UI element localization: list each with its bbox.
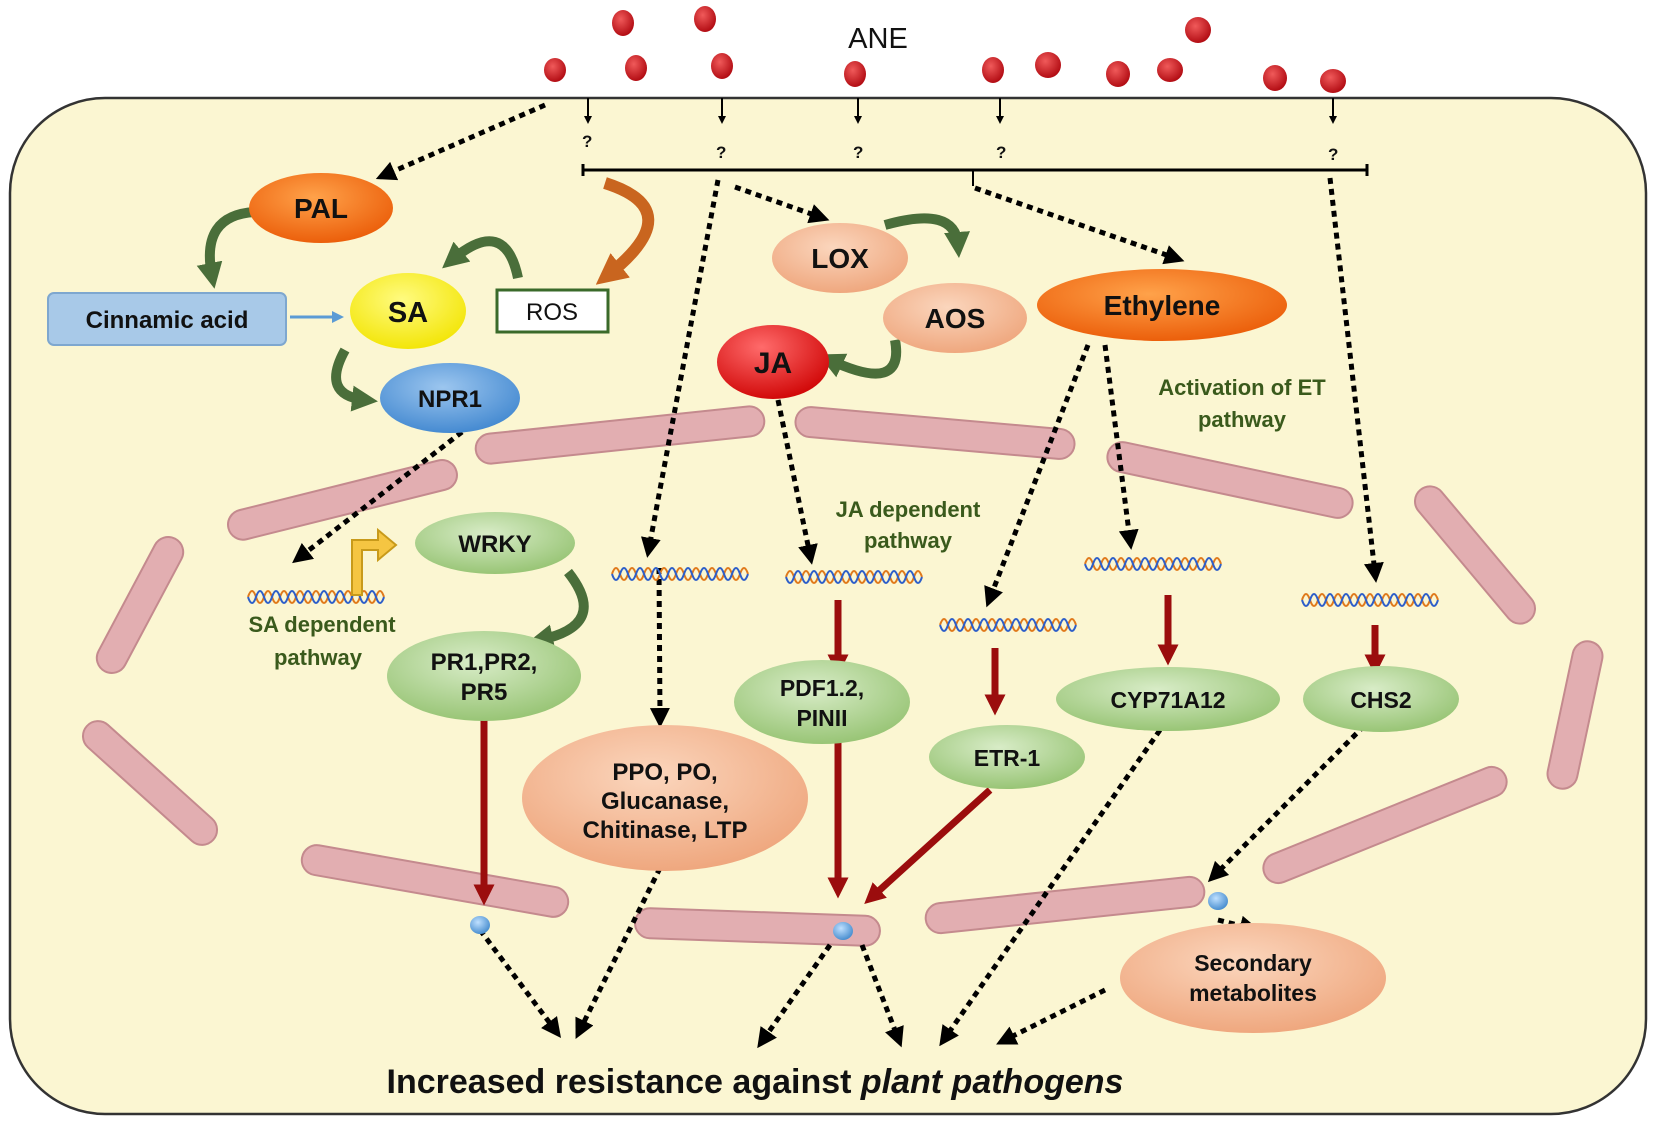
svg-text:Secondary: Secondary [1194, 950, 1312, 976]
svg-text:?: ? [853, 143, 863, 162]
svg-text:PINII: PINII [796, 705, 847, 731]
ane-label: ANE [848, 23, 908, 55]
node-ja: JA [717, 325, 829, 399]
node-sa: SA [350, 273, 466, 349]
unknown-receptors: ? ? ? ? ? [582, 132, 1338, 164]
et-pathway-label: Activation of ET pathway [1158, 375, 1326, 432]
svg-text:SA: SA [388, 297, 428, 329]
svg-text:CHS2: CHS2 [1350, 687, 1411, 713]
ane-particles [544, 6, 1346, 93]
node-lox: LOX [772, 223, 908, 293]
node-pal: PAL [249, 173, 393, 243]
svg-text:ETR-1: ETR-1 [974, 745, 1041, 771]
node-ethylene: Ethylene [1037, 269, 1287, 341]
node-secondary-metabolites: Secondary metabolites [1120, 923, 1386, 1033]
dotted-arrows [292, 102, 1384, 1049]
nuclear-membrane [81, 405, 1604, 947]
svg-text:AOS: AOS [925, 303, 986, 334]
svg-text:ROS: ROS [526, 299, 578, 326]
node-wrky: WRKY [415, 512, 575, 574]
curved-arrows [196, 207, 970, 650]
svg-text:SA dependent: SA dependent [248, 612, 396, 637]
node-chs2: CHS2 [1303, 666, 1459, 732]
node-aos: AOS [883, 283, 1027, 353]
node-ros: ROS [495, 288, 610, 334]
cell-boundary [8, 96, 1648, 1116]
node-ppo: PPO, PO, Glucanase, Chitinase, LTP [522, 725, 808, 871]
svg-text:LOX: LOX [811, 243, 869, 274]
svg-text:Activation of ET: Activation of ET [1158, 375, 1326, 400]
receptor-arrows [584, 98, 1337, 124]
svg-text:Ethylene: Ethylene [1104, 290, 1221, 321]
svg-text:PR5: PR5 [461, 679, 508, 706]
node-cyp: CYP71A12 [1056, 667, 1280, 731]
svg-text:pathway: pathway [274, 645, 363, 670]
svg-text:?: ? [716, 143, 726, 162]
node-pdf: PDF1.2, PINII [734, 660, 910, 744]
svg-text:JA dependent: JA dependent [836, 497, 981, 522]
svg-text:CYP71A12: CYP71A12 [1110, 687, 1225, 713]
svg-text:PDF1.2,: PDF1.2, [780, 675, 864, 701]
node-cinnamic-acid: Cinnamic acid [47, 292, 287, 346]
svg-text:PR1,PR2,: PR1,PR2, [431, 649, 538, 676]
solid-arrows [473, 595, 1386, 906]
svg-text:?: ? [996, 143, 1006, 162]
node-pr: PR1,PR2, PR5 [387, 631, 581, 721]
vesicles [470, 892, 1228, 940]
node-npr1: NPR1 [380, 363, 520, 433]
svg-text:Glucanase,: Glucanase, [601, 788, 729, 815]
svg-text:NPR1: NPR1 [418, 386, 482, 413]
svg-text:WRKY: WRKY [458, 531, 531, 558]
transcription-start-icon [351, 527, 398, 596]
svg-text:PPO, PO,: PPO, PO, [612, 759, 717, 786]
svg-text:pathway: pathway [864, 528, 953, 553]
node-etr1: ETR-1 [929, 725, 1085, 789]
svg-text:metabolites: metabolites [1189, 980, 1317, 1006]
svg-text:?: ? [1328, 145, 1338, 164]
svg-text:Cinnamic acid: Cinnamic acid [86, 307, 249, 334]
svg-text:pathway: pathway [1198, 407, 1287, 432]
svg-text:PAL: PAL [294, 193, 348, 224]
ja-pathway-label: JA dependent pathway [836, 497, 981, 553]
result-statement: Increased resistance against plant patho… [387, 1063, 1124, 1101]
svg-text:?: ? [582, 132, 592, 151]
sa-pathway-label: SA dependent pathway [248, 612, 396, 670]
svg-text:JA: JA [754, 347, 792, 380]
svg-text:Chitinase, LTP: Chitinase, LTP [583, 817, 748, 844]
ros-arrow [595, 177, 655, 285]
